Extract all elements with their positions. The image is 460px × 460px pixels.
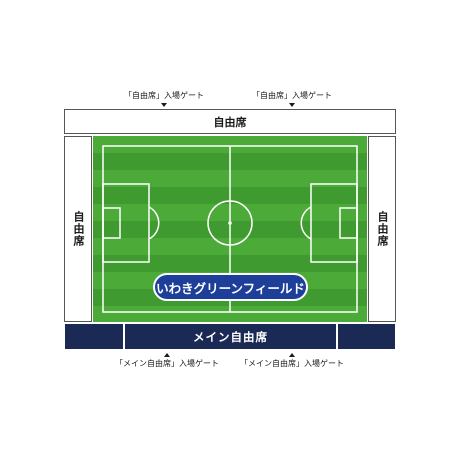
main-stand-label: メイン自由席 <box>193 329 268 344</box>
arrow-up-icon <box>164 353 170 357</box>
back-stand-label: 自由席 <box>213 115 247 129</box>
field-name-badge: いわきグリーンフィールド <box>153 273 308 301</box>
back-stand[interactable]: 自由席 <box>64 109 396 134</box>
gate-label-top-left: 「自由席」入場ゲート <box>124 91 204 100</box>
right-stand-label: 自由席 <box>376 211 389 247</box>
arrow-down-icon <box>161 103 167 107</box>
gate-label-bottom-right: 「メイン自由席」入場ゲート <box>240 359 344 368</box>
main-stand-left-block[interactable] <box>64 323 124 350</box>
left-stand[interactable]: 自由席 <box>64 136 92 322</box>
gate-label-bottom-left: 「メイン自由席」入場ゲート <box>115 359 219 368</box>
right-stand[interactable]: 自由席 <box>368 136 396 322</box>
main-stand[interactable]: メイン自由席 <box>124 323 337 350</box>
arrow-down-icon <box>289 103 295 107</box>
main-stand-right-block[interactable] <box>337 323 396 350</box>
arrow-up-icon <box>289 353 295 357</box>
left-stand-label: 自由席 <box>72 211 85 247</box>
gate-label-top-right: 「自由席」入場ゲート <box>252 91 332 100</box>
